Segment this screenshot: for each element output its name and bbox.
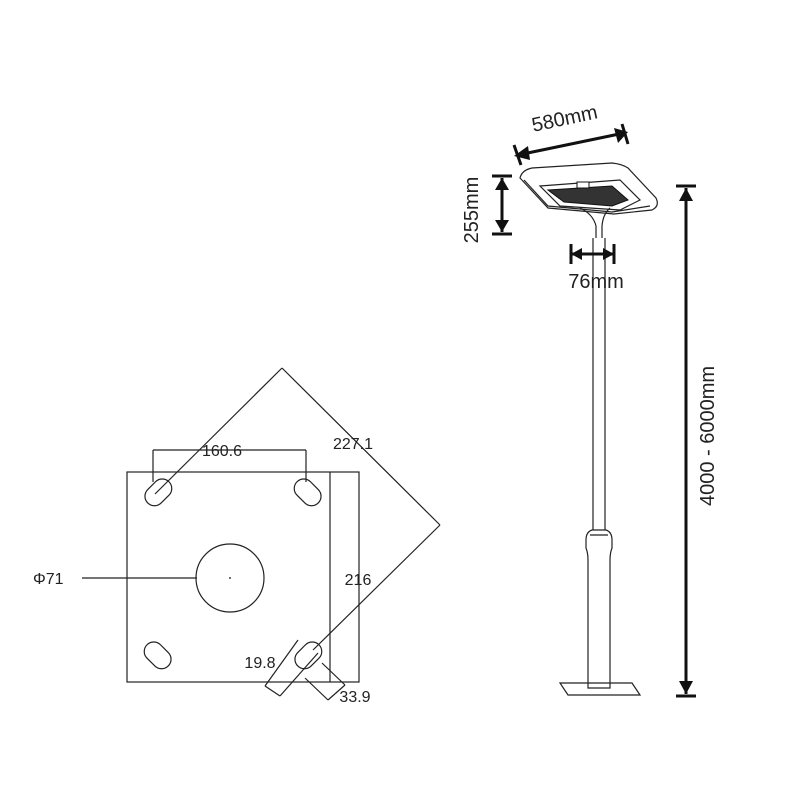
head-height-dimension: 255mm <box>461 174 512 244</box>
diagonal-dimension: 227.1 <box>154 367 441 651</box>
pole-height-label: 4000 - 6000mm <box>697 366 719 506</box>
lamp-head-shell <box>519 162 658 215</box>
hole-spacing-label: 160.6 <box>202 443 242 460</box>
pole-sleeve <box>585 529 613 689</box>
lamp-neck <box>579 207 611 238</box>
sensor-window <box>576 181 590 189</box>
mounting-plate <box>126 471 360 683</box>
pole-shaft <box>592 238 606 530</box>
hole-spacing-dimension: 160.6 <box>152 443 307 482</box>
slot-dimensions: 19.8 33.9 <box>244 639 371 706</box>
slot-top-right <box>293 478 322 507</box>
slot-bottom-left <box>143 641 172 670</box>
led-array <box>546 185 629 207</box>
side-dimension: 216 <box>329 472 372 682</box>
pole-diameter-label: 76mm <box>568 271 624 293</box>
lamp-head <box>519 162 658 238</box>
head-height-label: 255mm <box>461 177 483 244</box>
center-hole-mark <box>229 577 231 579</box>
center-hole-label: Φ71 <box>33 571 64 588</box>
center-hole-dimension: Φ71 <box>33 571 197 588</box>
slot-top-left <box>144 478 173 507</box>
pole-diameter-dimension: 76mm <box>568 244 624 293</box>
slot-width-label: 19.8 <box>244 655 275 672</box>
pole-base-plate <box>558 682 642 696</box>
led-panel <box>538 179 642 211</box>
slot-length-label: 33.9 <box>339 689 370 706</box>
side-label: 216 <box>345 572 372 589</box>
plate-outline <box>126 471 360 683</box>
head-width-label: 580mm <box>530 101 600 136</box>
pole-height-dimension: 4000 - 6000mm <box>676 184 719 698</box>
diagonal-label: 227.1 <box>333 436 373 453</box>
head-width-dimension: 580mm <box>512 101 630 166</box>
lamp-pole <box>558 238 642 696</box>
